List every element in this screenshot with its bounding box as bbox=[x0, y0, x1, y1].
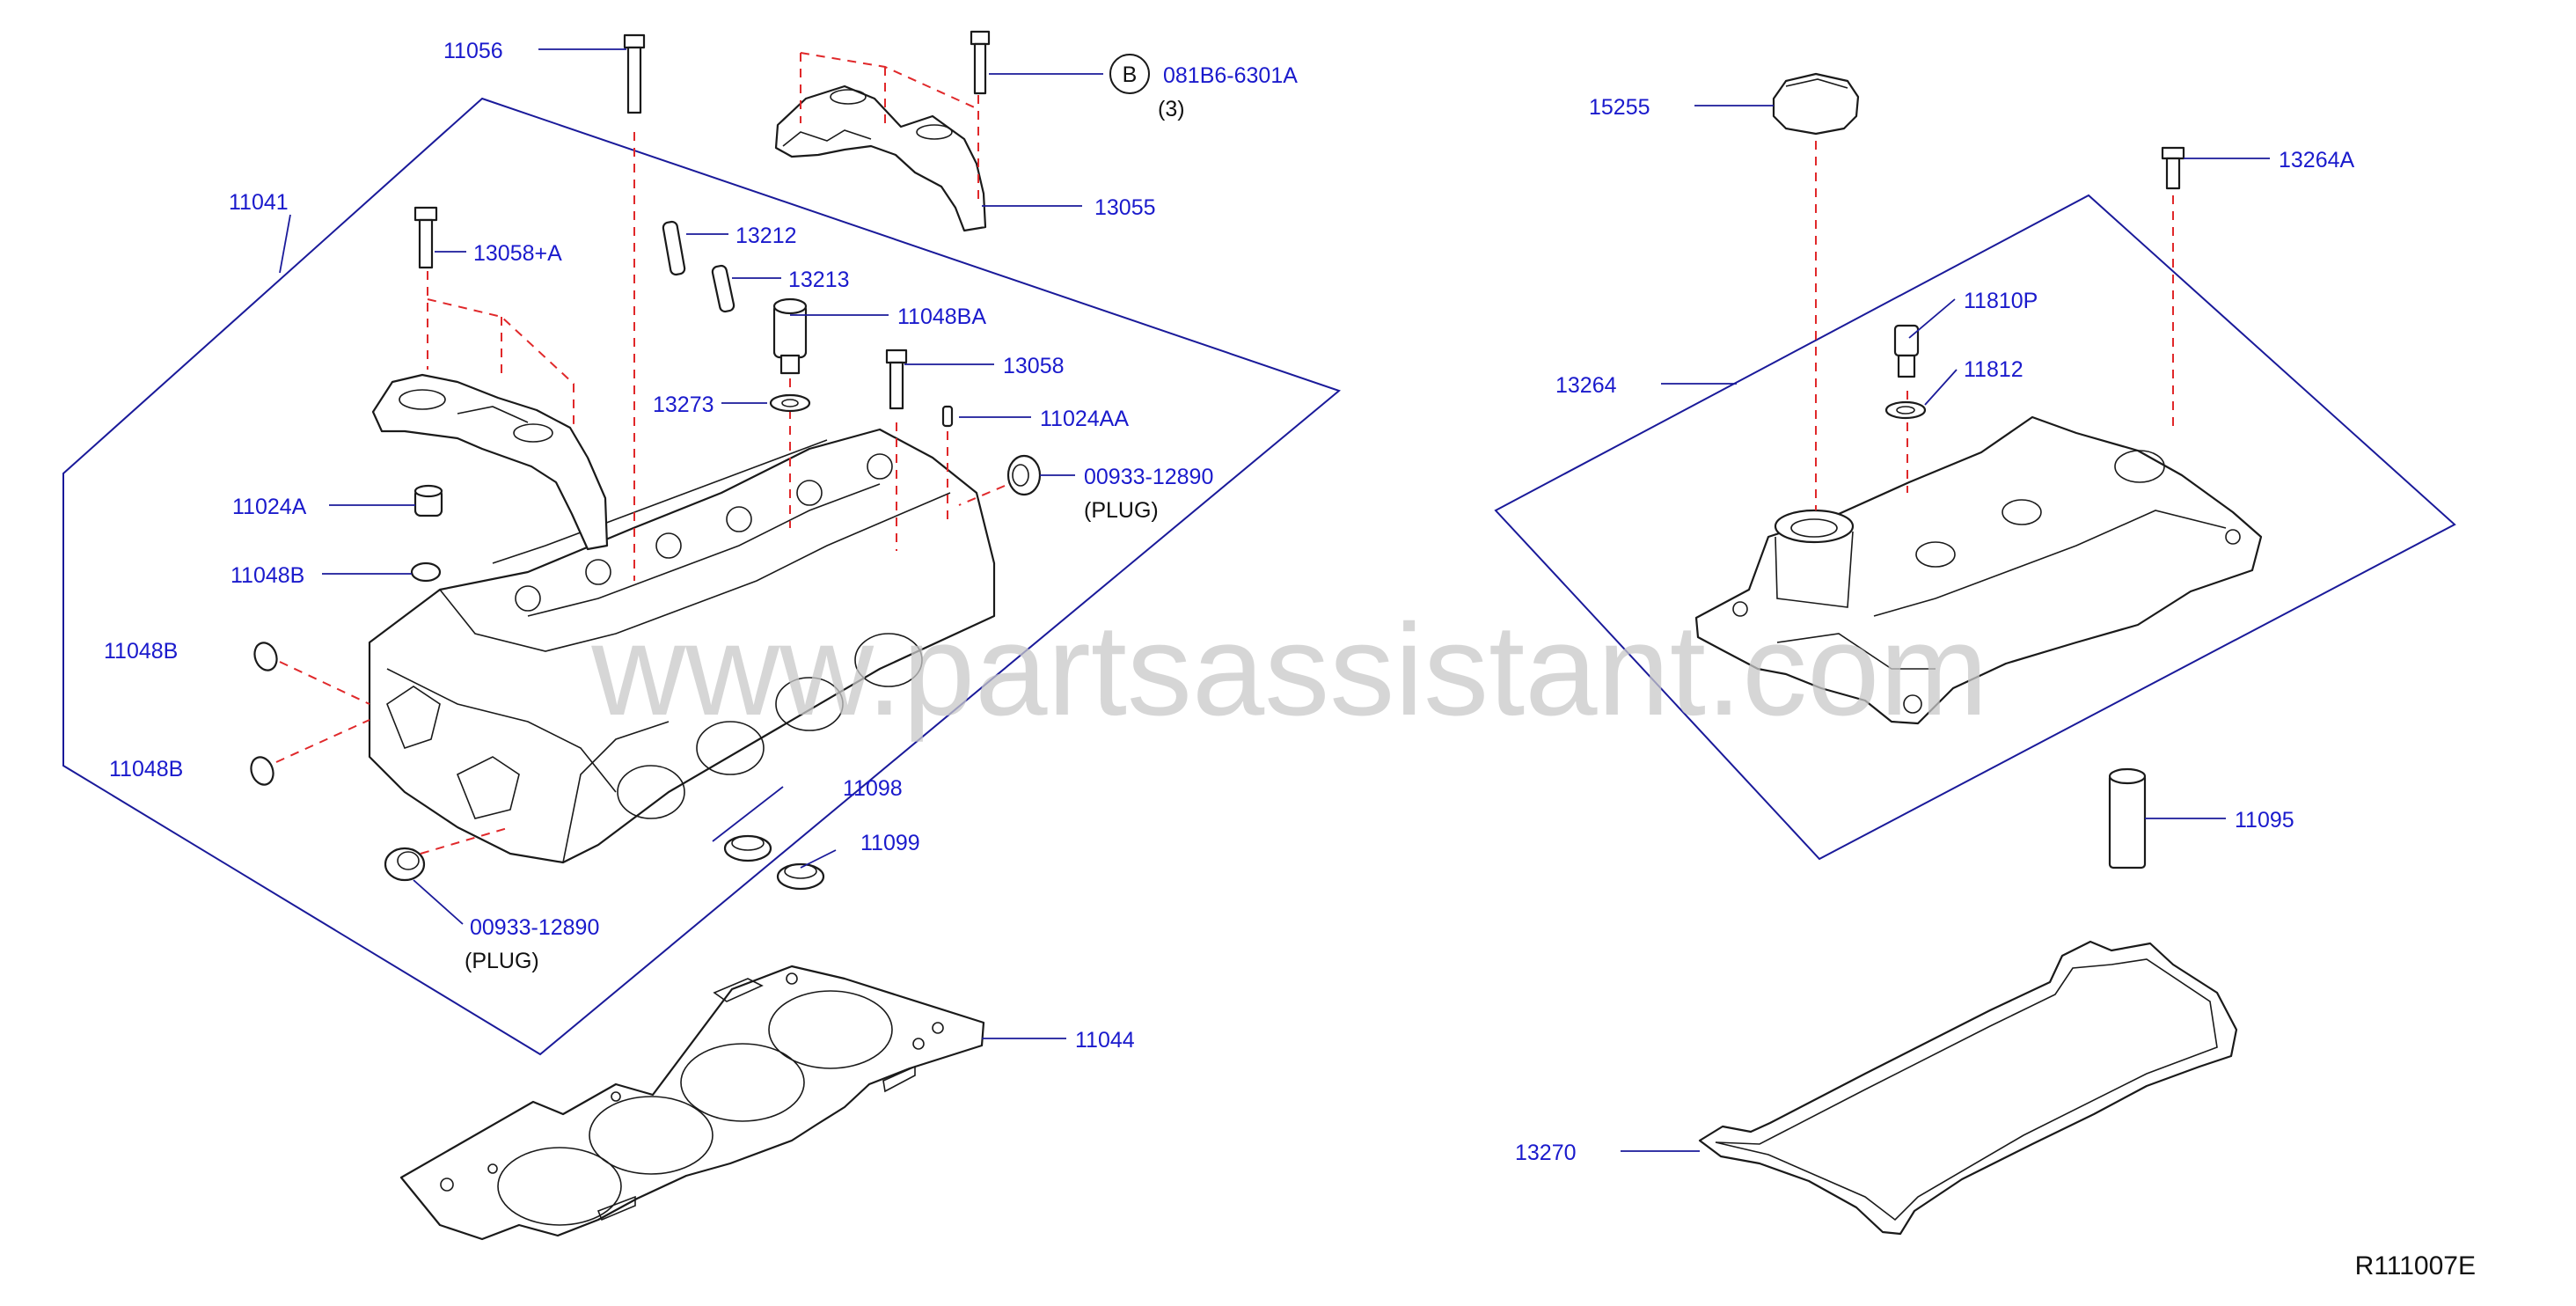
dowel-11024aa[interactable] bbox=[941, 405, 954, 428]
oring-11048b-3[interactable] bbox=[247, 754, 276, 788]
label-11056[interactable]: 11056 bbox=[443, 39, 503, 63]
label-13055[interactable]: 13055 bbox=[1094, 195, 1156, 220]
oil-cap-15255[interactable] bbox=[1772, 72, 1860, 136]
label-11098[interactable]: 11098 bbox=[843, 776, 903, 801]
bolt-11056[interactable] bbox=[623, 33, 646, 114]
note-labels: B (3) (PLUG) (PLUG) R111007E bbox=[465, 62, 2476, 1280]
dash-plug-top bbox=[958, 485, 1006, 506]
label-13264a[interactable]: 13264A bbox=[2279, 148, 2355, 172]
pin-13213[interactable] bbox=[711, 264, 735, 313]
diagram-id: R111007E bbox=[2355, 1251, 2476, 1280]
rocker-cover-13264[interactable] bbox=[1694, 415, 2263, 725]
label-11095[interactable]: 11095 bbox=[2235, 808, 2294, 833]
seal-11099[interactable] bbox=[776, 862, 825, 891]
bolt-13058[interactable] bbox=[885, 349, 908, 410]
pcv-valve-11810p[interactable] bbox=[1893, 324, 1920, 378]
cylinder-head[interactable] bbox=[368, 428, 996, 864]
plug-note-top: (PLUG) bbox=[1084, 498, 1159, 523]
dash-11048b-3 bbox=[275, 719, 370, 763]
quantity-3: (3) bbox=[1158, 97, 1185, 121]
plug-top[interactable] bbox=[1006, 454, 1042, 496]
label-11099[interactable]: 11099 bbox=[860, 831, 920, 855]
label-11048ba[interactable]: 11048BA bbox=[897, 304, 986, 329]
cap-11024a[interactable] bbox=[413, 484, 443, 517]
grommet-11812[interactable] bbox=[1884, 400, 1927, 420]
dash-11048b-2 bbox=[279, 661, 370, 705]
label-13058[interactable]: 13058 bbox=[1003, 354, 1065, 378]
label-081b6-6301a[interactable]: 081B6-6301A bbox=[1163, 63, 1298, 88]
camshaft-bracket-13055[interactable] bbox=[774, 84, 987, 232]
bolt-13058a[interactable] bbox=[413, 206, 438, 269]
oring-11048b-2[interactable] bbox=[251, 640, 280, 673]
part-labels: 11056 081B6-6301A 11041 13055 13058+A 13… bbox=[104, 39, 2355, 1165]
reference-b-letter: B bbox=[1123, 62, 1138, 87]
label-11812[interactable]: 11812 bbox=[1964, 357, 2023, 382]
label-13270[interactable]: 13270 bbox=[1515, 1141, 1577, 1165]
washer-13273[interactable] bbox=[769, 393, 811, 413]
label-11048b-3[interactable]: 11048B bbox=[109, 757, 183, 781]
cylinder-head-assembly-frame bbox=[62, 97, 1342, 1056]
label-13264[interactable]: 13264 bbox=[1555, 373, 1617, 398]
label-00933-12890-top[interactable]: 00933-12890 bbox=[1084, 465, 1213, 489]
label-15255[interactable]: 15255 bbox=[1589, 95, 1650, 120]
reference-circle-b bbox=[1109, 54, 1150, 94]
bolt-081b6[interactable] bbox=[970, 30, 991, 95]
label-13058a[interactable]: 13058+A bbox=[473, 241, 562, 266]
seal-11048ba[interactable] bbox=[772, 297, 808, 375]
pin-13212[interactable] bbox=[662, 220, 686, 276]
label-11024a[interactable]: 11024A bbox=[232, 495, 307, 519]
rocker-cover-assembly-frame bbox=[1494, 194, 2456, 861]
camshaft-bracket-left[interactable] bbox=[371, 373, 609, 551]
dash-13058a bbox=[427, 271, 574, 431]
label-11048b-1[interactable]: 11048B bbox=[231, 563, 304, 588]
label-11048b-2[interactable]: 11048B bbox=[104, 639, 178, 664]
tube-11095[interactable] bbox=[2108, 767, 2147, 869]
label-13273[interactable]: 13273 bbox=[653, 393, 714, 417]
label-11044[interactable]: 11044 bbox=[1075, 1028, 1135, 1053]
plug-bottom[interactable] bbox=[384, 847, 426, 882]
label-00933-12890-bottom[interactable]: 00933-12890 bbox=[470, 915, 599, 940]
label-11041[interactable]: 11041 bbox=[229, 190, 289, 215]
leader-lines bbox=[279, 48, 2270, 1152]
gasket-13270[interactable] bbox=[1698, 940, 2238, 1236]
label-13213[interactable]: 13213 bbox=[788, 268, 850, 292]
seal-11098[interactable] bbox=[723, 834, 772, 862]
label-11024aa[interactable]: 11024AA bbox=[1040, 407, 1129, 431]
bolt-13264a[interactable] bbox=[2161, 146, 2185, 190]
label-13212[interactable]: 13212 bbox=[735, 224, 797, 248]
watermark: www.partsassistant.com bbox=[590, 598, 1987, 743]
oring-11048b-1[interactable] bbox=[410, 561, 442, 583]
dash-13055-a bbox=[800, 52, 979, 128]
label-11810p[interactable]: 11810P bbox=[1964, 289, 2038, 313]
head-gasket-11044[interactable] bbox=[399, 965, 985, 1241]
plug-note-bottom: (PLUG) bbox=[465, 949, 539, 973]
